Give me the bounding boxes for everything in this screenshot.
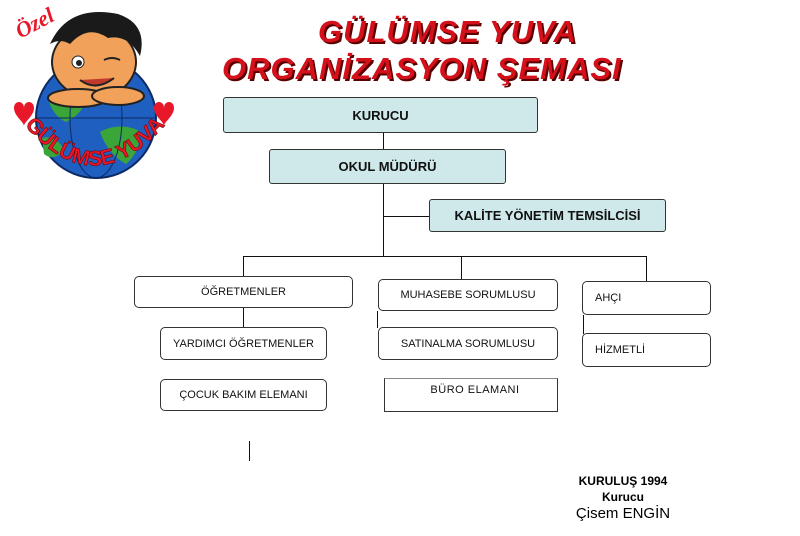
connector-line <box>243 307 244 327</box>
org-box-ogretmenler: ÖĞRETMENLER <box>134 276 353 308</box>
page-title-line2: ORGANİZASYON ŞEMASI <box>222 51 622 86</box>
org-box-cocuk-bakim: ÇOCUK BAKIM ELEMANI <box>160 379 327 411</box>
org-box-asci: AHÇI <box>582 281 711 315</box>
org-box-muhasebe: MUHASEBE SORUMLUSU <box>378 279 558 311</box>
org-label: ÖĞRETMENLER <box>201 286 286 298</box>
connector-line <box>383 132 384 149</box>
org-box-kurucu: KURUCU <box>223 97 538 133</box>
connector-line <box>243 256 244 277</box>
org-box-satinalma: SATINALMA SORUMLUSU <box>378 327 558 360</box>
org-box-yardimci-ogretmenler: YARDIMCI ÖĞRETMENLER <box>160 327 327 360</box>
org-label: KURUCU <box>352 107 409 123</box>
logo-top-text: Özel <box>11 4 59 43</box>
org-box-hizmetli: HİZMETLİ <box>582 333 711 367</box>
org-label: KALİTE YÖNETİM TEMSİLCİSİ <box>454 208 641 223</box>
org-label: HİZMETLİ <box>595 344 646 356</box>
org-label: ÇOCUK BAKIM ELEMANI <box>179 389 308 401</box>
heart-icon <box>14 102 34 126</box>
footer-founded: KURULUŞ 1994 <box>578 474 668 488</box>
page-title-line1: GÜLÜMSE YUVA <box>318 14 577 49</box>
org-box-okul-muduru: OKUL MÜDÜRÜ <box>269 149 506 184</box>
connector-line <box>243 256 647 257</box>
connector-line <box>583 315 584 334</box>
footer-founder-role: Kurucu <box>602 490 644 504</box>
org-label: OKUL MÜDÜRÜ <box>338 159 437 174</box>
connector-line <box>461 256 462 280</box>
footer-founder-name: Çisem ENGİN <box>575 505 671 522</box>
org-label: BÜRO ELAMANI <box>430 384 520 396</box>
org-label: SATINALMA SORUMLUSU <box>400 337 536 350</box>
org-box-kalite-temsilcisi: KALİTE YÖNETİM TEMSİLCİSİ <box>429 199 666 232</box>
org-box-buro-elamani: BÜRO ELAMANI <box>384 378 558 412</box>
connector-line <box>383 216 429 217</box>
org-label: AHÇI <box>595 292 622 304</box>
connector-line <box>383 183 384 256</box>
heart-icon <box>154 102 174 126</box>
connector-line <box>646 256 647 282</box>
org-label: MUHASEBE SORUMLUSU <box>400 289 536 301</box>
connector-line <box>249 441 250 461</box>
org-label: YARDIMCI ÖĞRETMENLER <box>173 337 314 350</box>
gulumse-yuva-logo: Özel GÜLÜMSE YUVA <box>11 4 174 179</box>
connector-line <box>377 311 378 328</box>
